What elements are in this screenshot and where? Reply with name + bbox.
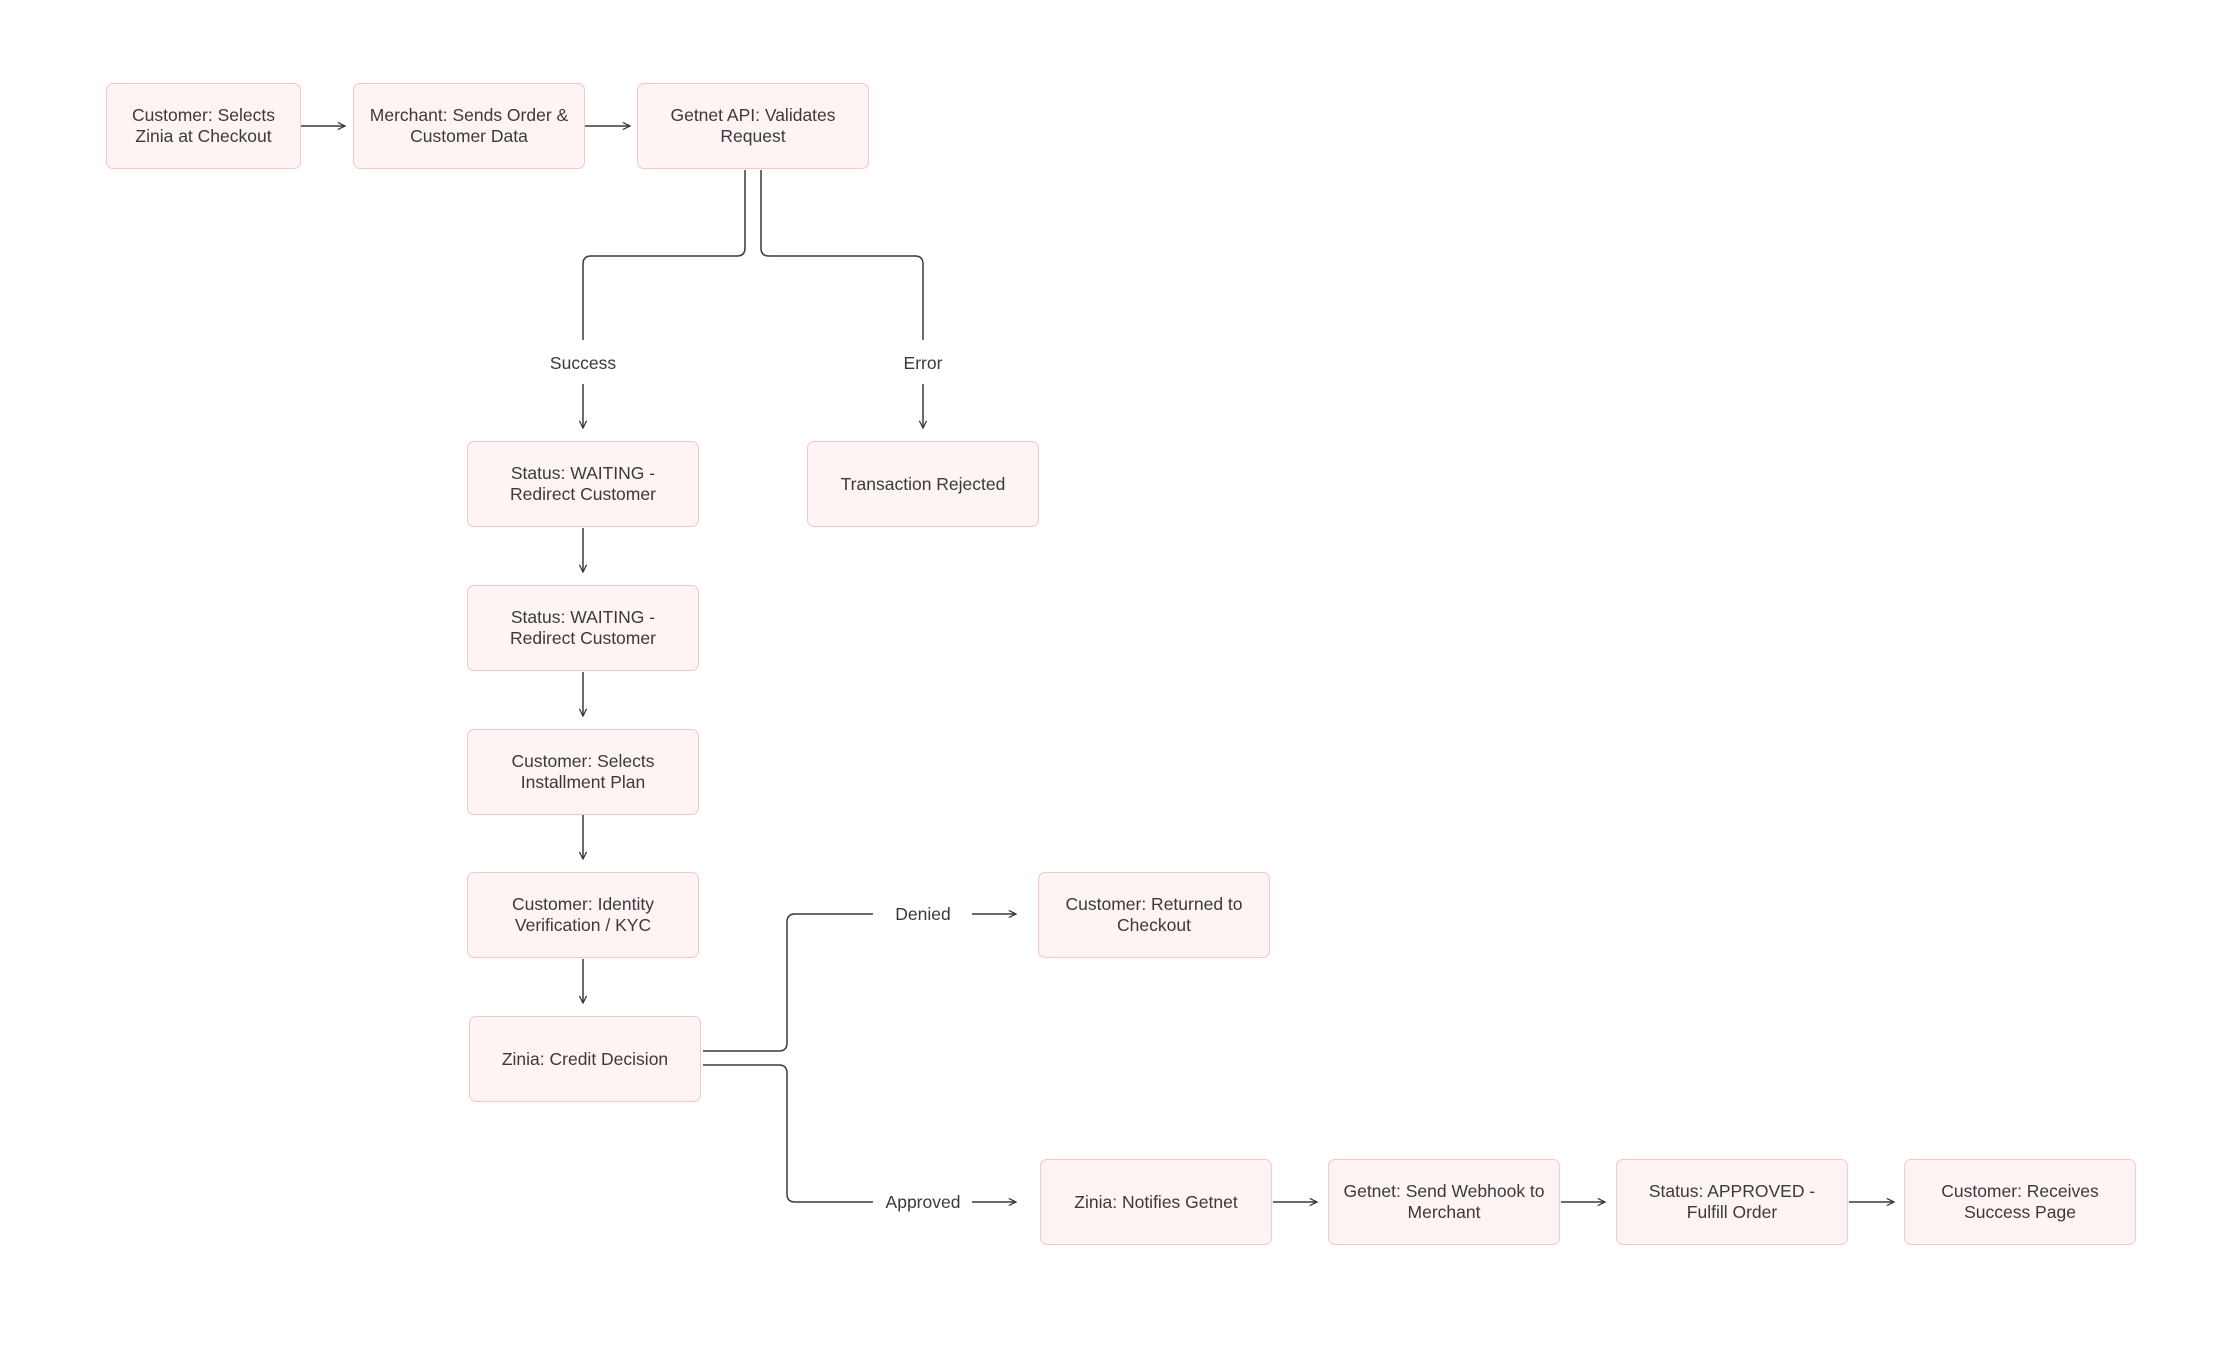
node-status-waiting-2[interactable]: Status: WAITING - Redirect Customer: [467, 585, 699, 671]
node-customer-selects-plan[interactable]: Customer: Selects Installment Plan: [467, 729, 699, 815]
node-label: Customer: Returned to Checkout: [1065, 894, 1243, 935]
node-customer-returned[interactable]: Customer: Returned to Checkout: [1038, 872, 1270, 958]
node-merchant-sends-order[interactable]: Merchant: Sends Order & Customer Data: [353, 83, 585, 169]
node-label: Getnet: Send Webhook to Merchant: [1343, 1181, 1545, 1222]
node-label: Status: WAITING - Redirect Customer: [510, 463, 656, 504]
node-label: Getnet API: Validates Request: [670, 105, 836, 146]
node-label: Customer: Receives Success Page: [1941, 1181, 2099, 1222]
node-customer-success[interactable]: Customer: Receives Success Page: [1904, 1159, 2136, 1245]
node-status-waiting-1[interactable]: Status: WAITING - Redirect Customer: [467, 441, 699, 527]
node-label: Status: WAITING - Redirect Customer: [510, 607, 656, 648]
node-getnet-webhook[interactable]: Getnet: Send Webhook to Merchant: [1328, 1159, 1560, 1245]
edge-label-success: Success: [543, 352, 623, 374]
node-label: Transaction Rejected: [840, 473, 1006, 494]
edge-getnet-to-error: [760, 170, 924, 340]
edge-decision-to-approved: [703, 1064, 873, 1203]
node-label: Zinia: Notifies Getnet: [1074, 1191, 1238, 1212]
edge-getnet-to-success: [582, 170, 746, 340]
node-label: Customer: Selects Installment Plan: [511, 751, 655, 792]
edge-label-denied: Denied: [889, 903, 957, 925]
node-label: Zinia: Credit Decision: [501, 1048, 669, 1069]
node-label: Customer: Selects Zinia at Checkout: [132, 105, 275, 146]
node-transaction-rejected[interactable]: Transaction Rejected: [807, 441, 1039, 527]
edge-label-error: Error: [897, 352, 949, 374]
node-credit-decision[interactable]: Zinia: Credit Decision: [469, 1016, 701, 1102]
node-label: Status: APPROVED - Fulfill Order: [1648, 1181, 1816, 1222]
node-status-approved[interactable]: Status: APPROVED - Fulfill Order: [1616, 1159, 1848, 1245]
node-getnet-validates[interactable]: Getnet API: Validates Request: [637, 83, 869, 169]
node-label: Customer: Identity Verification / KYC: [512, 894, 654, 935]
node-customer-kyc[interactable]: Customer: Identity Verification / KYC: [467, 872, 699, 958]
node-label: Merchant: Sends Order & Customer Data: [369, 105, 569, 146]
node-customer-selects-zinia[interactable]: Customer: Selects Zinia at Checkout: [106, 83, 301, 169]
edge-decision-to-denied: [703, 913, 873, 1052]
node-zinia-notifies[interactable]: Zinia: Notifies Getnet: [1040, 1159, 1272, 1245]
edge-label-approved: Approved: [879, 1191, 967, 1213]
